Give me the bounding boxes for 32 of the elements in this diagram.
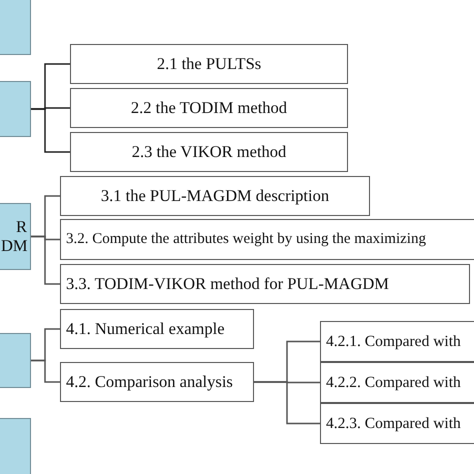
section-title: 3.3. TODIM-VIKOR method for PUL-MAGDM (65, 274, 389, 294)
section-box (0, 0, 31, 55)
subsection-box (70, 132, 348, 172)
section-title: 3.1 the PUL-MAGDM description (100, 186, 330, 206)
subsection-box (60, 264, 470, 304)
section-title: 2.1 the PULTSs (156, 54, 262, 74)
section-title: 2.2 the TODIM method (130, 98, 288, 118)
subsection-box (320, 403, 474, 444)
section-title: 4.2.2. Compared with (325, 374, 461, 392)
subsection-box (60, 309, 254, 349)
section-title: 4.2.3. Compared with (325, 414, 461, 432)
section-box (0, 333, 31, 388)
connector-line (31, 236, 60, 285)
subsection-box (60, 219, 474, 260)
section-title: 3.2. Compute the attributes weight by using the maximizing (65, 231, 426, 248)
subsection-box (70, 44, 348, 84)
connector-line (31, 108, 70, 153)
section-title: 4.2.1. Compared with (325, 332, 461, 350)
section-title: R DM (1, 218, 29, 256)
connector-line (254, 381, 320, 424)
section-box (0, 418, 31, 474)
connector-line (31, 360, 60, 383)
subsection-box (70, 88, 348, 128)
subsection-box (320, 321, 474, 362)
subsection-box (60, 362, 254, 402)
subsection-box (320, 362, 474, 403)
section-box (0, 203, 31, 270)
section-title: 2.3 the VIKOR method (132, 142, 286, 162)
section-title: 4.1. Numerical example (65, 319, 225, 339)
section-title: 4.2. Comparison analysis (65, 372, 233, 392)
subsection-box (60, 176, 370, 216)
section-box (0, 81, 31, 137)
